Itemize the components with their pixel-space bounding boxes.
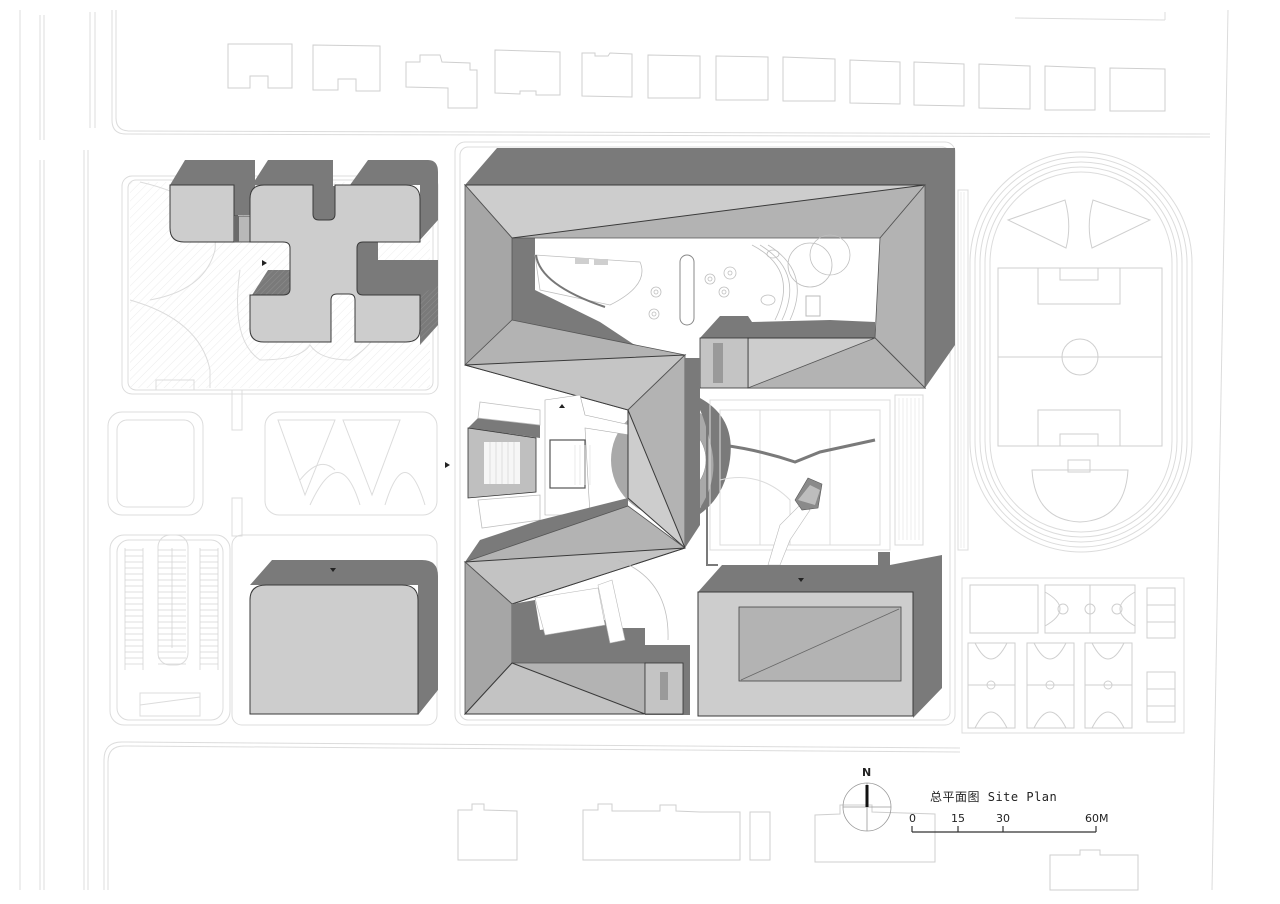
parking-lot [109,534,231,726]
sports-hall-building [697,552,942,718]
scale-bar [911,826,1097,833]
lower-folded-roof-wing [463,505,690,716]
north-arrow-compass-icon [842,782,892,832]
central-campus-boundary [445,141,956,726]
basketball-courts [961,577,1185,734]
cross-shaped-building [169,160,438,345]
neighboring-residential-blocks-top [227,43,1166,112]
running-track-and-football-field [957,151,1193,553]
neighboring-residential-blocks-bottom [457,803,1139,891]
rounded-box-building [249,560,438,715]
context-roads [19,9,1229,891]
central-folded-roof [465,354,700,562]
right-courtyard-landscape [706,394,924,566]
auditorium-wing [467,394,631,529]
courtyard-landscape [534,234,851,326]
main-folded-roof-building [463,148,955,420]
